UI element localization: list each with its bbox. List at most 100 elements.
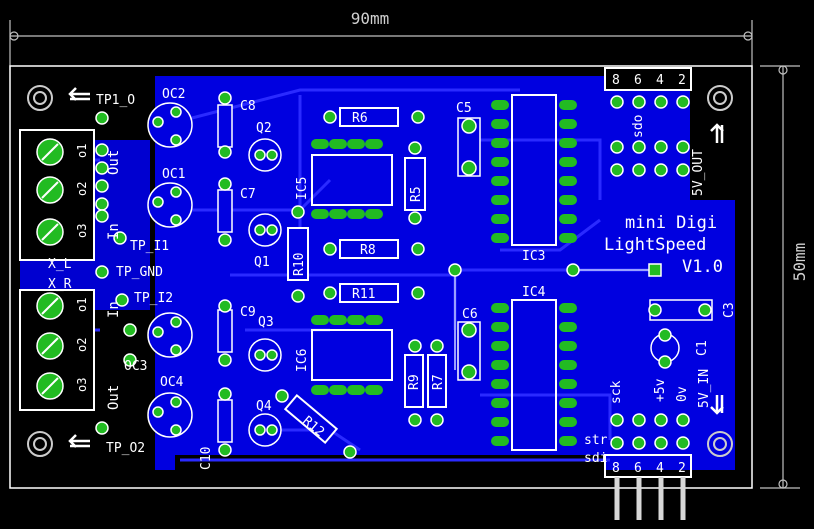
pad: [266, 349, 278, 361]
pad: [170, 396, 182, 408]
arrow-left-icon: [68, 434, 90, 448]
pad: [254, 424, 266, 436]
sdi-label: sdi: [584, 451, 607, 466]
in-top-label: In: [106, 223, 122, 240]
tp-gnd-label: TP_GND: [116, 265, 163, 280]
mount-hole-tr: [707, 85, 733, 111]
pad: [170, 134, 182, 146]
c7-label: C7: [240, 187, 256, 202]
r8-label: R8: [360, 243, 376, 258]
pad: [654, 413, 668, 427]
gnd0v-label: 0v: [675, 386, 690, 402]
pad: [632, 413, 646, 427]
r5-label: R5: [409, 186, 424, 202]
r7-label: R7: [431, 374, 446, 390]
pad: [491, 341, 509, 351]
pad: [408, 339, 422, 353]
ic-bodies: [311, 94, 557, 451]
pad: [559, 303, 577, 313]
pad: [559, 176, 577, 186]
mount-hole-bl: [27, 431, 53, 457]
pad: [491, 119, 509, 129]
tp-i1-label: TP_I1: [130, 239, 169, 254]
pin6-bot-label: 6: [634, 461, 642, 476]
str-label: str: [584, 433, 608, 448]
white-traces: [454, 269, 655, 370]
pin2-bottom-label: o2: [75, 338, 89, 352]
arrow-left-icon: [68, 87, 90, 101]
out-top-label: Out: [106, 150, 122, 175]
pad: [559, 119, 577, 129]
pad: [311, 385, 329, 395]
pin1-top-label: o1: [75, 144, 89, 158]
pad: [559, 322, 577, 332]
tp1-o-label: TP1_O: [96, 93, 135, 108]
sv-in-label: 5V_IN: [697, 369, 712, 408]
pads: [95, 91, 712, 459]
arrow-up-icon: [710, 123, 724, 143]
pad: [610, 436, 624, 450]
tp-i2-label: TP_I2: [134, 291, 173, 306]
pad: [218, 299, 232, 313]
pad: [347, 385, 365, 395]
r10-label: R10: [292, 253, 307, 276]
pad: [266, 224, 278, 236]
r11-label: R11: [352, 287, 375, 302]
pad: [347, 139, 365, 149]
height-label: 50mm: [790, 243, 809, 282]
pad: [329, 385, 347, 395]
terminal-block-top: [19, 129, 95, 261]
ic4-label: IC4: [522, 285, 546, 300]
pad: [411, 286, 425, 300]
pad: [152, 196, 164, 208]
pad: [491, 360, 509, 370]
pin2-top-hdr-label: 2: [678, 73, 686, 88]
copper-pour: [155, 76, 735, 470]
pad: [113, 231, 127, 245]
height-dimension: [760, 65, 800, 489]
tp-o2-label: TP_O2: [106, 441, 145, 456]
pad: [559, 379, 577, 389]
pad: [254, 224, 266, 236]
pad: [461, 160, 477, 176]
pad: [559, 436, 577, 446]
pad: [491, 214, 509, 224]
pad: [491, 233, 509, 243]
pad: [123, 353, 137, 367]
pad: [152, 116, 164, 128]
q2-label: Q2: [256, 121, 272, 136]
pad: [408, 413, 422, 427]
arrow-down-icon: [710, 395, 724, 415]
pad: [95, 265, 109, 279]
pad: [329, 209, 347, 219]
pad: [365, 385, 383, 395]
c8-label: C8: [240, 99, 256, 114]
c6-label: C6: [462, 307, 478, 322]
pad: [343, 445, 357, 459]
pad: [218, 387, 232, 401]
pad: [654, 95, 668, 109]
pad: [654, 163, 668, 177]
pad: [491, 303, 509, 313]
pad: [491, 379, 509, 389]
pad: [559, 341, 577, 351]
pad: [610, 140, 624, 154]
pad: [218, 145, 232, 159]
pad: [323, 242, 337, 256]
in-bottom-label: In: [106, 301, 122, 318]
pad: [311, 139, 329, 149]
pad: [654, 436, 668, 450]
pad: [311, 315, 329, 325]
pad: [491, 176, 509, 186]
pad: [461, 322, 477, 338]
pad: [632, 95, 646, 109]
pad: [170, 106, 182, 118]
pin4-bot-label: 4: [656, 461, 664, 476]
q1-label: Q1: [254, 255, 270, 270]
pad: [676, 140, 690, 154]
pad: [648, 263, 662, 277]
pad: [123, 323, 137, 337]
out-bottom-label: Out: [106, 385, 122, 410]
pad: [411, 110, 425, 124]
pad: [610, 413, 624, 427]
